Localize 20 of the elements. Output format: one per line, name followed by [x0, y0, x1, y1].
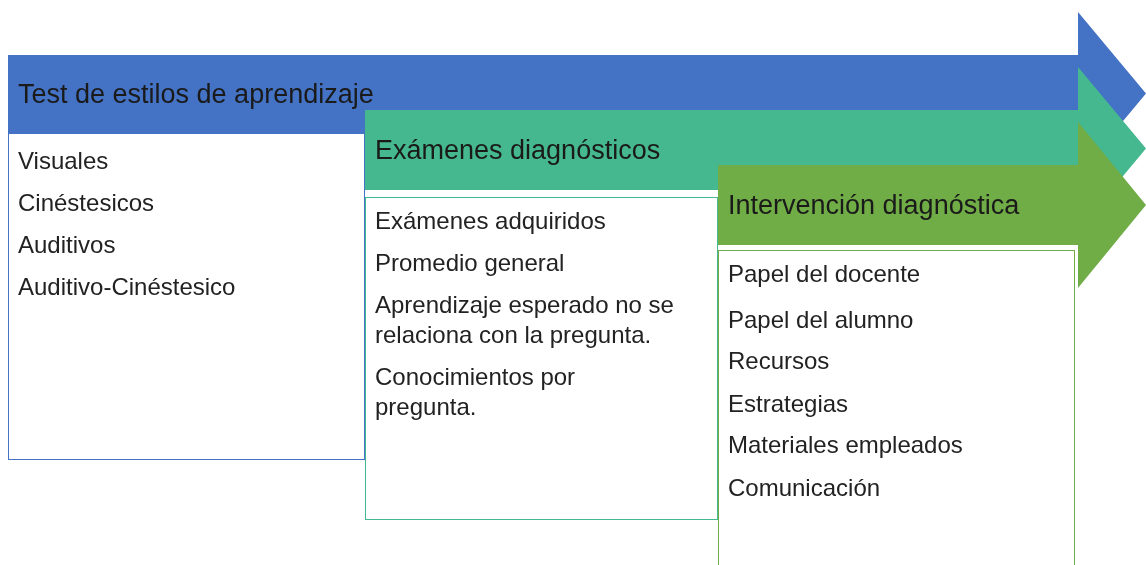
list-item: Auditivos — [18, 230, 117, 260]
list-item: Comunicación — [728, 473, 882, 503]
list-item: Auditivo-Cinéstesico — [18, 272, 237, 302]
text-panel — [365, 197, 718, 520]
list-item: Exámenes adquiridos — [375, 206, 607, 236]
list-item: Conocimientos por pregunta. — [375, 362, 577, 422]
list-item: Aprendizaje esperado no se relaciona con la pregunta. — [375, 290, 675, 350]
text-panel — [718, 250, 1075, 565]
stage-title: Test de estilos de aprendizaje — [18, 79, 374, 110]
list-item: Promedio general — [375, 248, 566, 278]
list-item: Visuales — [18, 146, 110, 176]
stage-title: Exámenes diagnósticos — [375, 135, 661, 166]
list-item: Estrategias — [728, 389, 850, 419]
stage-title: Intervención diagnóstica — [728, 190, 1020, 221]
list-item: Recursos — [728, 346, 831, 376]
list-item: Papel del docente — [728, 259, 922, 289]
list-item: Papel del alumno — [728, 305, 915, 335]
text-panel — [8, 133, 365, 460]
list-item: Cinéstesicos — [18, 188, 156, 218]
list-item: Materiales empleados — [728, 430, 964, 460]
